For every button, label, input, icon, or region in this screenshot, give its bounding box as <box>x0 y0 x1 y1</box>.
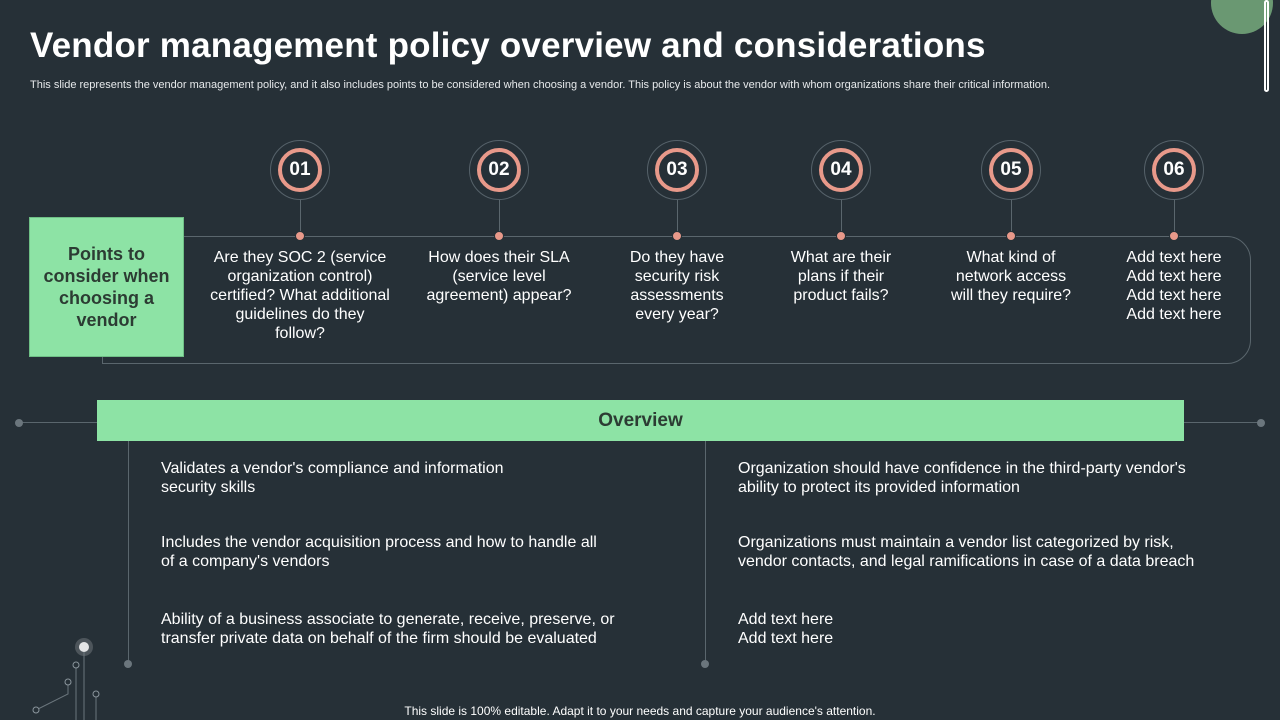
corner-decoration-bar <box>1264 0 1269 92</box>
step-ring <box>469 140 529 200</box>
step-connector <box>841 200 842 235</box>
step-dot <box>295 231 305 241</box>
step-dot <box>836 231 846 241</box>
step-dot <box>494 231 504 241</box>
step-connector <box>677 200 678 235</box>
step-number: 01 <box>278 148 322 192</box>
step-dot <box>672 231 682 241</box>
step-dot <box>1169 231 1179 241</box>
overview-left-item-1: Validates a vendor's compliance and info… <box>161 460 504 496</box>
overview-right-item-2: Organizations must maintain a vendor lis… <box>738 534 1195 570</box>
left-column-end-dot <box>124 660 132 668</box>
step-text: Add text here Add text here Add text her… <box>1126 249 1222 323</box>
step-text: How does their SLA (service level agreem… <box>426 249 572 304</box>
right-column-line <box>705 441 706 663</box>
overview-right-item-1: Organization should have confidence in t… <box>738 460 1186 496</box>
step-number: 06 <box>1152 148 1196 192</box>
overview-left-item-3: Ability of a business associate to gener… <box>161 611 615 647</box>
overview-left-item-2: Includes the vendor acquisition process … <box>161 534 597 570</box>
step-connector <box>1174 200 1175 235</box>
right-column-end-dot <box>701 660 709 668</box>
step-ring <box>1144 140 1204 200</box>
step-text: Do they have security risk assessments e… <box>629 249 725 323</box>
slide-subtitle: This slide represents the vendor managem… <box>30 79 1051 91</box>
step-ring <box>647 140 707 200</box>
step-number: 04 <box>819 148 863 192</box>
step-text: What kind of network access will they re… <box>950 249 1072 304</box>
divider-end-dot <box>1257 419 1265 427</box>
step-ring <box>811 140 871 200</box>
step-number: 05 <box>989 148 1033 192</box>
left-column-line <box>128 441 129 663</box>
footer-note: This slide is 100% editable. Adapt it to… <box>404 704 876 718</box>
step-text: Are they SOC 2 (service organization con… <box>210 249 390 342</box>
step-connector <box>1011 200 1012 235</box>
step-ring <box>270 140 330 200</box>
step-number: 02 <box>477 148 521 192</box>
circuit-decoration-icon <box>32 638 100 720</box>
slide-title: Vendor management policy overview and co… <box>30 26 986 65</box>
step-dot <box>1006 231 1016 241</box>
step-text: What are their plans if their product fa… <box>790 249 892 304</box>
overview-heading-bar: Overview <box>97 400 1184 441</box>
overview-right-item-3: Add text here Add text here <box>738 611 834 647</box>
step-number: 03 <box>655 148 699 192</box>
points-label-box: Points to consider when choosing a vendo… <box>29 217 184 357</box>
step-connector <box>300 200 301 235</box>
divider-end-dot <box>15 419 23 427</box>
step-ring <box>981 140 1041 200</box>
step-connector <box>499 200 500 235</box>
